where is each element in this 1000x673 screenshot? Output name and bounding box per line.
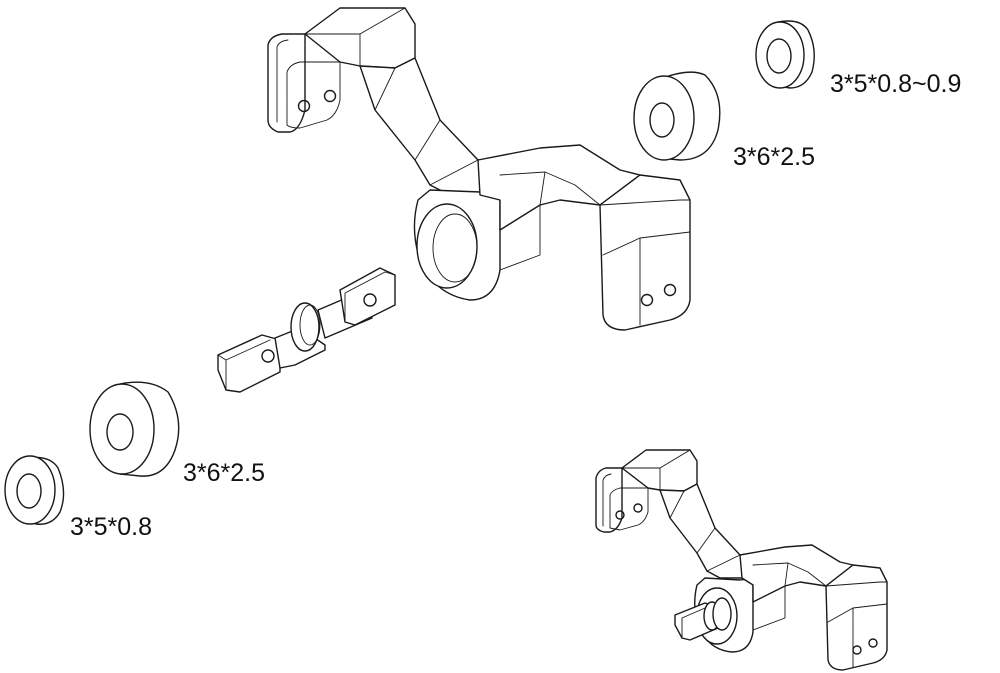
- pivot-shaft: [217, 267, 396, 393]
- shaft-collar: [290, 302, 320, 352]
- steering-arm-large: [267, 7, 691, 331]
- bearing-top-right: 3*6*2.5: [633, 71, 815, 171]
- washer-top-right-label: 3*5*0.8~0.9: [830, 70, 961, 98]
- shaft-hole-right: [363, 293, 377, 307]
- bracket-hole-1: [297, 99, 311, 113]
- assembled-bracket-hole-1: [615, 510, 625, 520]
- washer-top-right: 3*5*0.8~0.9: [755, 20, 961, 98]
- right-bracket-hole-1: [640, 293, 654, 307]
- shaft-hole-left: [261, 349, 275, 363]
- bearing-left: 3*6*2.5: [89, 381, 265, 487]
- washer-left: 3*5*0.8: [4, 455, 152, 541]
- assembled-right-hole-1: [852, 645, 862, 655]
- bearing-left-label: 3*6*2.5: [183, 459, 265, 487]
- bracket-hole-2: [323, 89, 337, 103]
- assembled-bracket-hole-2: [633, 503, 643, 513]
- assembled-right-hole-2: [868, 638, 878, 648]
- washer-left-label: 3*5*0.8: [70, 513, 152, 541]
- right-bracket-hole-2: [663, 283, 677, 297]
- bearing-top-right-label: 3*6*2.5: [733, 143, 815, 171]
- steering-arm-assembled: [595, 449, 888, 671]
